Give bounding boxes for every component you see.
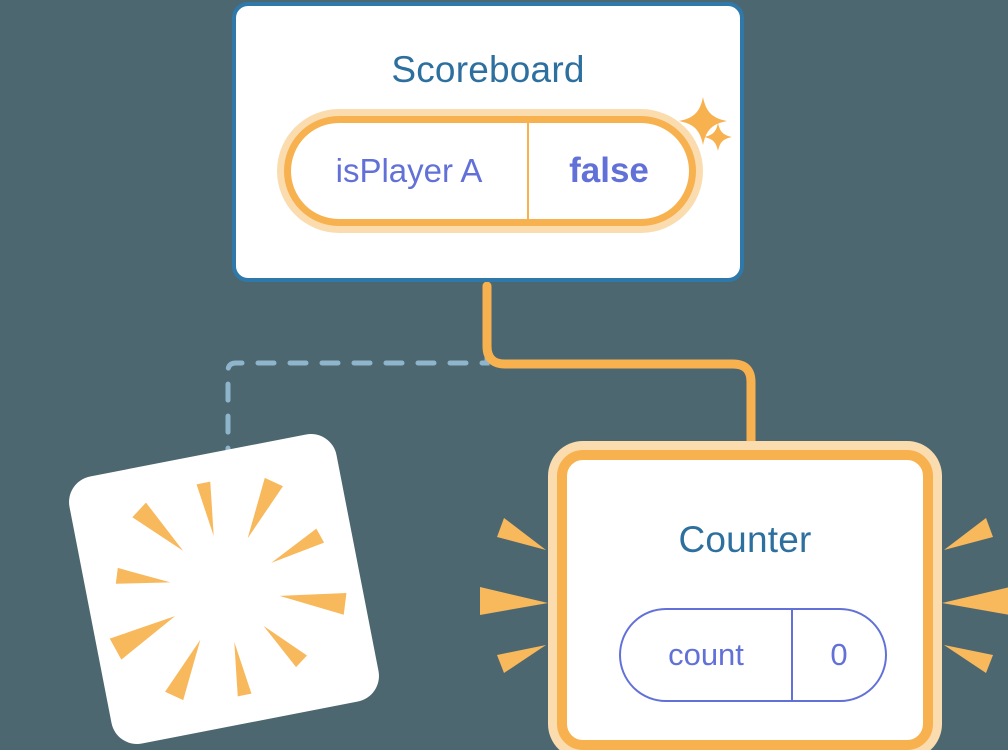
counter-card[interactable]: Counter count 0 bbox=[557, 450, 933, 750]
burst-rays-right-icon bbox=[942, 518, 1008, 673]
counter-state-pill[interactable]: count 0 bbox=[619, 608, 887, 702]
scoreboard-title: Scoreboard bbox=[391, 49, 585, 90]
connector-solid-scoreboard-to-counter bbox=[482, 281, 756, 460]
scoreboard-state-value: false bbox=[569, 151, 649, 190]
sparkle-large-icon bbox=[679, 97, 727, 145]
scoreboard-state-key: isPlayer A bbox=[291, 123, 529, 219]
scoreboard-card[interactable]: Scoreboard isPlayer A false bbox=[232, 2, 744, 282]
counter-state-value: 0 bbox=[830, 637, 848, 672]
counter-state-key: count bbox=[621, 610, 793, 700]
burst-rays-blank-card bbox=[109, 477, 347, 701]
counter-title: Counter bbox=[678, 519, 812, 560]
sparkle-small-icon bbox=[704, 123, 732, 151]
blank-card[interactable] bbox=[64, 429, 384, 749]
burst-rays-left-icon bbox=[480, 518, 548, 673]
scoreboard-state-pill[interactable]: isPlayer A false bbox=[284, 116, 696, 226]
